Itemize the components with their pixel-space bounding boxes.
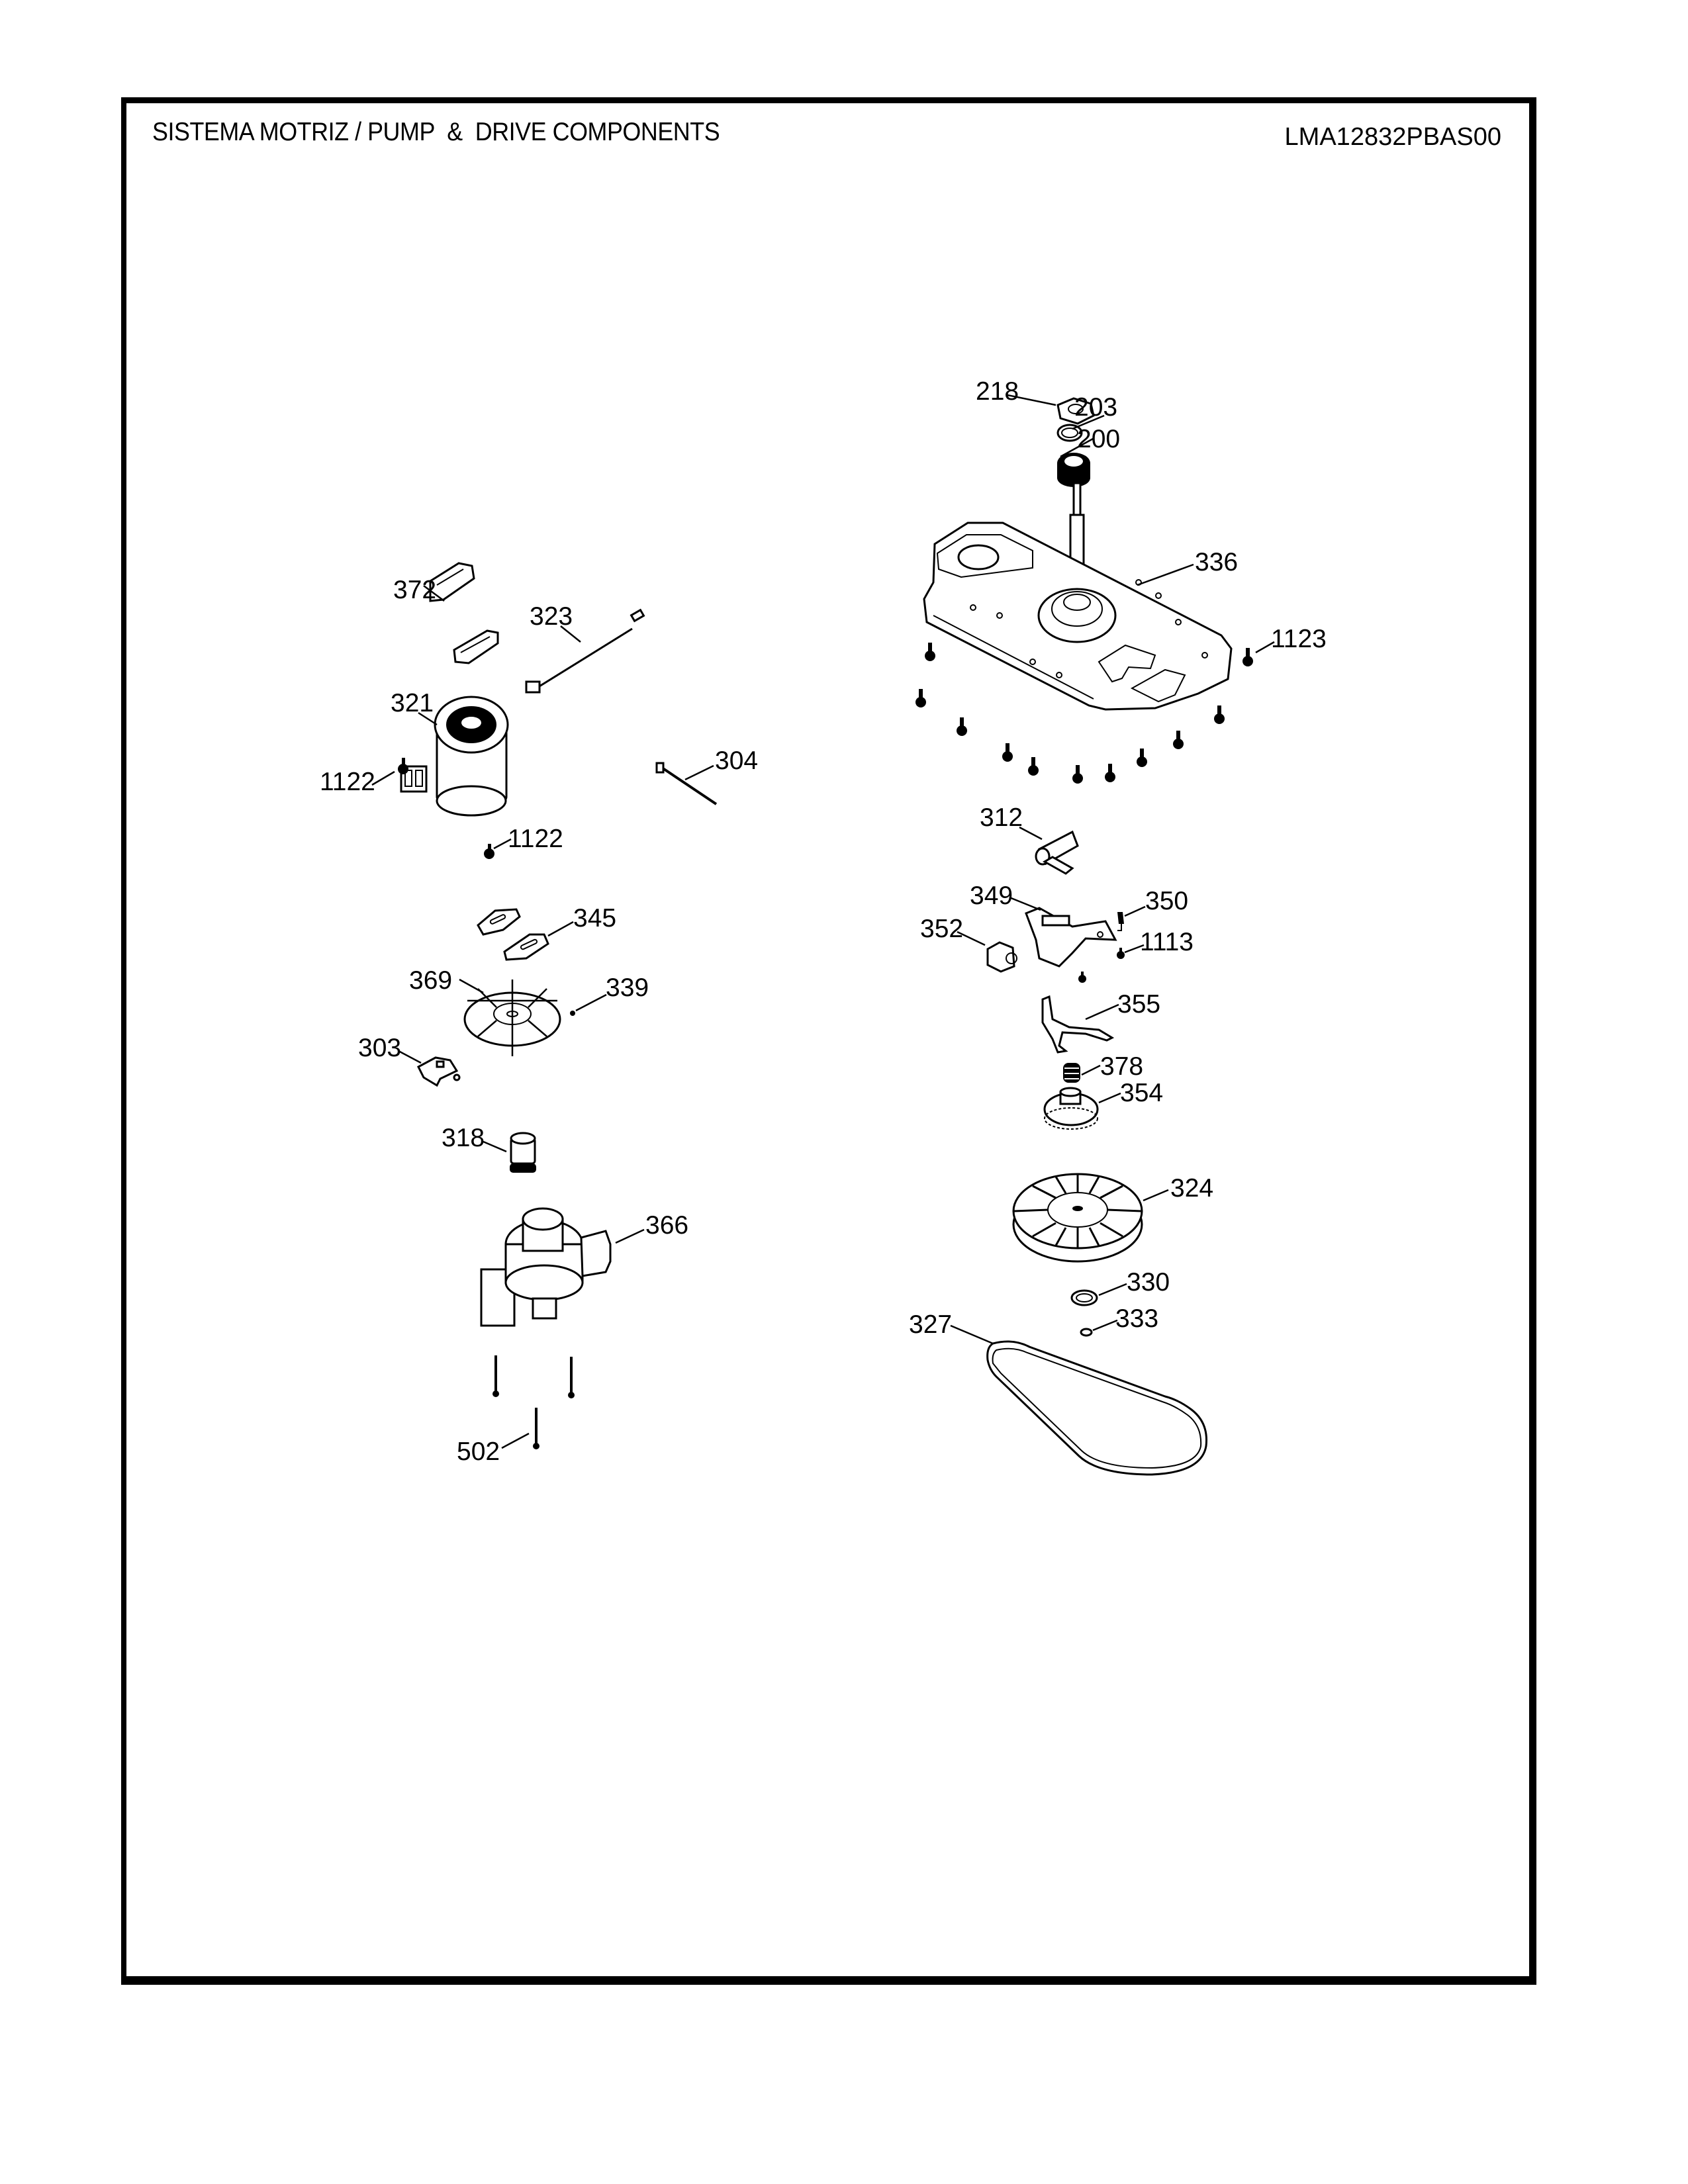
part-327-drive-belt xyxy=(986,1340,1208,1476)
leader-1122-a xyxy=(371,770,395,786)
leader-1113 xyxy=(1124,944,1145,954)
leader-333 xyxy=(1092,1319,1118,1332)
leader-352 xyxy=(957,931,986,946)
leader-336 xyxy=(1137,563,1194,586)
part-352-actuator-motor xyxy=(986,941,1017,973)
leader-1123 xyxy=(1255,641,1275,654)
part-318-pump-filter xyxy=(510,1132,536,1173)
leader-349 xyxy=(1009,896,1041,911)
callout-352: 352 xyxy=(920,915,963,943)
page-border-frame xyxy=(121,97,1536,1985)
leader-312 xyxy=(1019,826,1043,841)
leader-345 xyxy=(547,921,574,937)
part-323-wire-harness xyxy=(525,608,645,694)
leader-369 xyxy=(459,978,484,994)
leader-324 xyxy=(1143,1189,1169,1202)
leader-323 xyxy=(560,625,581,643)
callout-372: 372 xyxy=(393,576,436,604)
callout-349: 349 xyxy=(970,882,1013,910)
part-366-drain-pump xyxy=(480,1207,612,1327)
callout-327: 327 xyxy=(909,1310,952,1339)
callout-203: 203 xyxy=(1074,393,1117,422)
leader-1122-b xyxy=(493,838,512,850)
leader-330 xyxy=(1098,1283,1127,1297)
part-336-mounting-plate xyxy=(923,482,1233,711)
callout-502: 502 xyxy=(457,1437,500,1466)
leader-502 xyxy=(501,1432,530,1449)
callout-324: 324 xyxy=(1170,1174,1213,1203)
leader-339 xyxy=(575,993,607,1012)
leader-327 xyxy=(950,1324,994,1345)
part-1122-screw-b xyxy=(484,844,494,859)
callout-323: 323 xyxy=(530,602,573,631)
callout-304: 304 xyxy=(715,747,758,775)
callout-350: 350 xyxy=(1145,887,1188,915)
part-369-pump-fan xyxy=(463,979,561,1056)
callout-336: 336 xyxy=(1195,548,1238,576)
leader-366 xyxy=(615,1228,645,1244)
callout-354: 354 xyxy=(1120,1079,1163,1107)
part-304-wire-tie xyxy=(655,762,718,805)
leader-378 xyxy=(1081,1064,1101,1076)
callout-355: 355 xyxy=(1117,990,1160,1019)
part-312-capacitor xyxy=(1035,830,1079,875)
page-title: SISTEMA MOTRIZ / PUMP & DRIVE COMPONENTS xyxy=(152,118,720,146)
model-number: LMA12832PBAS00 xyxy=(1284,123,1501,151)
leader-355 xyxy=(1085,1003,1119,1021)
callout-369: 369 xyxy=(409,966,452,995)
part-1123-screws xyxy=(915,643,1253,784)
callout-339: 339 xyxy=(606,974,649,1002)
part-1113-screws xyxy=(1078,948,1125,983)
callout-366: 366 xyxy=(645,1211,688,1240)
callout-1123: 1123 xyxy=(1271,625,1327,653)
callout-333: 333 xyxy=(1115,1304,1158,1333)
part-333-retaining-ring xyxy=(1080,1328,1093,1337)
part-354-drive-gear xyxy=(1043,1087,1099,1130)
callout-1122-a: 1122 xyxy=(320,768,375,796)
part-203-washer xyxy=(1056,424,1083,442)
leader-354 xyxy=(1098,1092,1121,1104)
leader-318 xyxy=(483,1140,507,1153)
part-218-hex-nut xyxy=(1056,397,1095,425)
part-200-seal xyxy=(1057,453,1090,487)
part-350-spring xyxy=(1117,912,1124,931)
callout-345: 345 xyxy=(573,904,616,933)
callout-1122-b: 1122 xyxy=(508,825,563,853)
part-502-pump-screws xyxy=(492,1355,575,1449)
part-349-clutch-actuator xyxy=(1025,907,1117,968)
leader-200 xyxy=(1060,437,1094,458)
part-355-shift-fork xyxy=(1041,995,1115,1054)
leader-372 xyxy=(423,584,445,602)
part-1122-screw-a xyxy=(398,758,408,774)
callout-321: 321 xyxy=(391,689,434,717)
leader-321 xyxy=(418,711,438,726)
callout-318: 318 xyxy=(442,1124,485,1152)
part-339-nut xyxy=(570,1011,575,1016)
callout-1113: 1113 xyxy=(1140,928,1194,956)
part-330-washer xyxy=(1070,1289,1098,1306)
leader-203 xyxy=(1072,414,1105,430)
part-378-spring xyxy=(1063,1063,1080,1083)
callout-303: 303 xyxy=(358,1034,401,1062)
leader-304 xyxy=(684,764,714,781)
part-345-mount-pads xyxy=(477,908,549,961)
callout-378: 378 xyxy=(1100,1052,1143,1081)
part-324-drive-pulley xyxy=(1012,1173,1143,1263)
leader-303 xyxy=(398,1050,422,1064)
callout-218: 218 xyxy=(976,377,1019,406)
part-303-clip xyxy=(417,1056,461,1087)
leader-350 xyxy=(1124,905,1146,917)
leader-218 xyxy=(1007,394,1056,406)
callout-200: 200 xyxy=(1077,425,1120,453)
part-321-drive-motor xyxy=(400,696,509,817)
callout-330: 330 xyxy=(1127,1268,1170,1297)
callout-312: 312 xyxy=(980,803,1023,832)
part-372-motor-mount xyxy=(429,562,499,664)
